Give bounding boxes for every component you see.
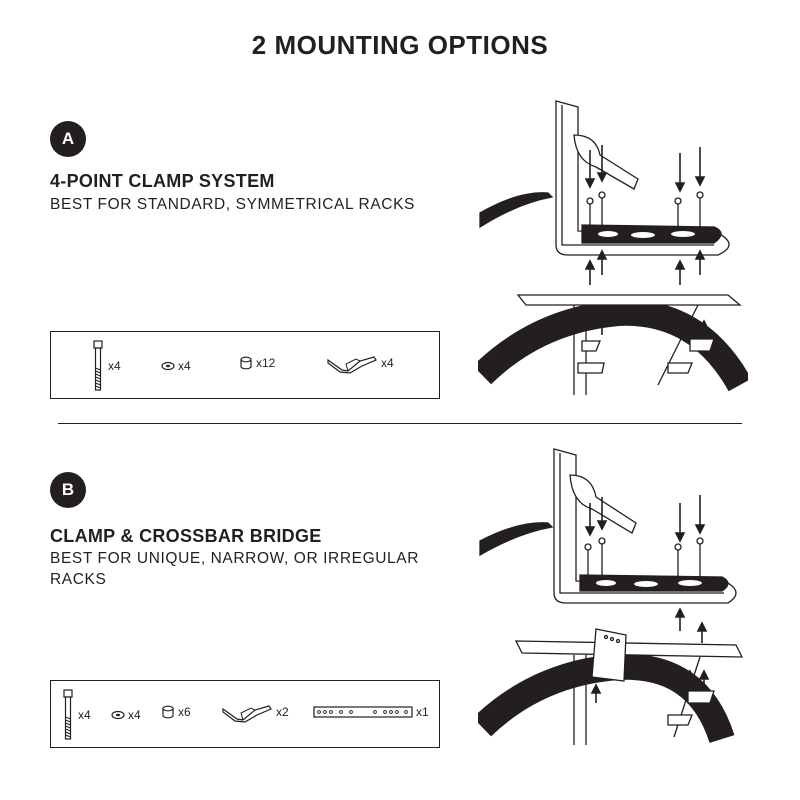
- clamp-icon: [327, 356, 377, 374]
- option-b-installation-illustration: [478, 448, 744, 745]
- part-quantity: x4: [78, 708, 91, 722]
- option-b-part-clamp: x2: [221, 701, 289, 723]
- option-b-parts-box: x4 x4 x6 x2 x1: [50, 680, 440, 748]
- bolt-icon: [63, 689, 73, 740]
- part-quantity: x2: [276, 705, 289, 719]
- option-a-parts-box: x4 x4 x12 x4: [50, 331, 440, 399]
- clamp-icon: [222, 705, 272, 723]
- option-a-part-washer: x4: [161, 359, 191, 373]
- option-b-part-crossbar-bridge: x1: [313, 705, 429, 719]
- option-b-heading: CLAMP & CROSSBAR BRIDGE: [50, 526, 322, 546]
- part-quantity: x12: [256, 356, 276, 370]
- option-b-part-spacer: x6: [161, 705, 191, 719]
- option-b-part-washer: x4: [111, 708, 141, 722]
- option-b-part-bolt: x4: [61, 689, 91, 741]
- option-a-installation-illustration: [478, 100, 748, 395]
- part-quantity: x4: [128, 708, 141, 722]
- washer-icon: [161, 361, 175, 371]
- option-a-part-spacer: x12: [239, 356, 275, 370]
- part-quantity: x6: [178, 705, 191, 719]
- option-a-subtitle: BEST FOR STANDARD, SYMMETRICAL RACKS: [50, 196, 415, 213]
- washer-icon: [111, 710, 125, 720]
- part-quantity: x1: [416, 705, 429, 719]
- option-a-part-clamp: x4: [326, 352, 394, 374]
- crossbar-bridge-icon: [313, 706, 413, 718]
- part-quantity: x4: [178, 359, 191, 373]
- bolt-icon: [93, 340, 103, 391]
- page-title: 2 MOUNTING OPTIONS: [251, 30, 549, 60]
- option-a-badge: A: [50, 121, 86, 157]
- option-a-part-bolt: x4: [91, 340, 121, 392]
- spacer-icon: [240, 356, 252, 370]
- section-divider: [58, 423, 742, 424]
- spacer-icon: [162, 705, 174, 719]
- option-a-heading: 4-POINT CLAMP SYSTEM: [50, 171, 275, 191]
- part-quantity: x4: [381, 356, 394, 370]
- part-quantity: x4: [108, 359, 121, 373]
- option-b-subtitle: BEST FOR UNIQUE, NARROW, OR IRREGULAR RA…: [50, 550, 419, 588]
- option-b-badge: B: [50, 472, 86, 508]
